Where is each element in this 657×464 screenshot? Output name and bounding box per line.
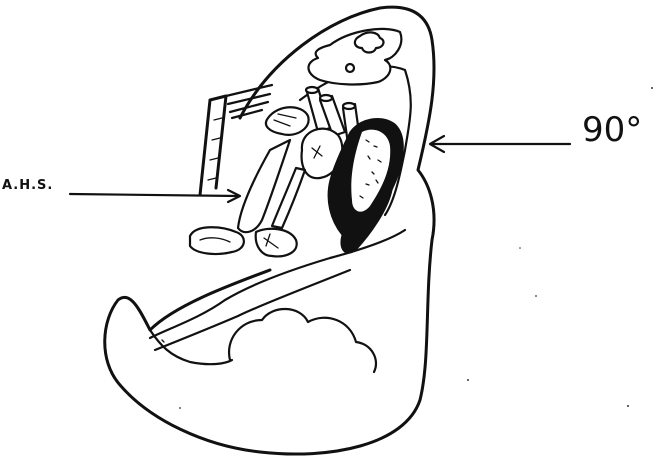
- neural-tube-block: [308, 29, 401, 85]
- atrium: [266, 107, 309, 135]
- left-loop: [190, 227, 244, 254]
- angle-label: 90°: [582, 110, 642, 150]
- right-loop: [256, 229, 297, 257]
- cut-wall-left: [200, 96, 226, 195]
- ahs-label: A.H.S.: [2, 178, 53, 193]
- ahs-arrow-line: [70, 194, 238, 196]
- tail-dot: [162, 340, 164, 342]
- lower-gut-line-2: [155, 270, 350, 350]
- tail-bumps: [229, 309, 376, 372]
